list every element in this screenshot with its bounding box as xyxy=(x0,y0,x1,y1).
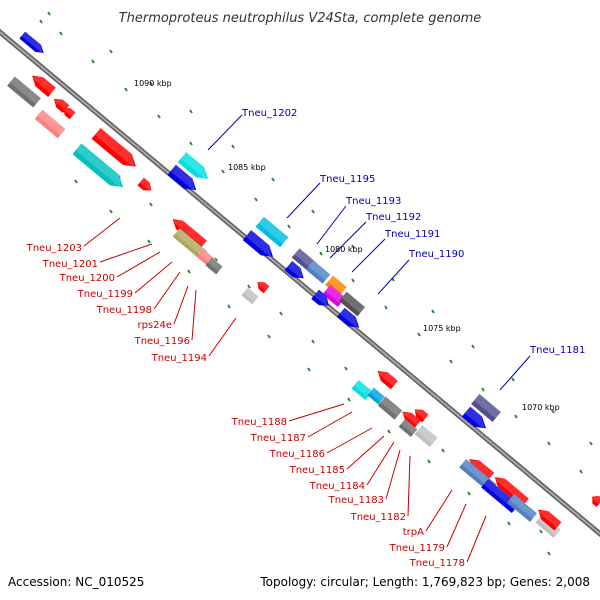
gene-feature xyxy=(351,380,373,400)
gene-label-tneu-1186[interactable]: Tneu_1186 xyxy=(269,449,325,460)
label-leader-lines xyxy=(83,114,531,563)
gene-feature xyxy=(91,127,136,169)
gene-feature xyxy=(377,396,403,420)
gene-feature xyxy=(367,387,385,405)
gene-feature xyxy=(30,75,56,97)
gene-feature xyxy=(171,219,207,250)
gene-label-tneu-1194[interactable]: Tneu_1194 xyxy=(151,353,207,364)
gene-feature xyxy=(338,291,366,317)
gene-feature xyxy=(471,394,501,422)
gene-feature xyxy=(401,411,421,429)
gene-feature xyxy=(506,494,538,522)
gene-feature xyxy=(34,109,66,139)
gene-feature xyxy=(311,289,329,308)
map-title: Thermoproteus neutrophilus V24Sta, compl… xyxy=(119,11,482,26)
gene-feature xyxy=(284,260,304,280)
gene-label-tneu-1183[interactable]: Tneu_1183 xyxy=(328,495,384,506)
gene-feature xyxy=(177,152,209,181)
gene-feature xyxy=(255,216,289,248)
gene-feature xyxy=(62,108,76,120)
gene-label-tneu-1200[interactable]: Tneu_1200 xyxy=(59,273,115,284)
gene-feature xyxy=(414,424,438,448)
gene-label-tneu-1188[interactable]: Tneu_1188 xyxy=(231,417,287,428)
gene-label-rps24e[interactable]: rps24e xyxy=(137,320,172,331)
gene-feature xyxy=(468,459,495,482)
gene-feature xyxy=(242,230,274,259)
gene-label-tneu-1184[interactable]: Tneu_1184 xyxy=(309,481,365,492)
gene-label-tneu-1191[interactable]: Tneu_1191 xyxy=(384,229,440,240)
gene-feature xyxy=(205,257,223,275)
gene-label-tneu-1182[interactable]: Tneu_1182 xyxy=(350,512,406,523)
gene-label-tneu-1178[interactable]: Tneu_1178 xyxy=(409,558,465,569)
genome-backbone xyxy=(0,28,600,538)
scale-label-1080: 1080 kbp xyxy=(325,245,363,254)
gene-label-tneu-1192[interactable]: Tneu_1192 xyxy=(365,212,421,223)
gene-label-trpa[interactable]: trpA xyxy=(403,527,424,538)
gene-feature xyxy=(7,76,41,108)
gene-feature xyxy=(536,509,562,531)
scale-label-1090: 1090 kbp xyxy=(134,79,172,88)
gene-feature xyxy=(413,409,429,423)
gene-feature xyxy=(172,228,208,260)
scale-label-1070: 1070 kbp xyxy=(522,403,560,412)
gene-label-tneu-1202[interactable]: Tneu_1202 xyxy=(241,108,297,119)
gene-label-tneu-1190[interactable]: Tneu_1190 xyxy=(408,249,464,260)
gene-feature xyxy=(256,282,270,294)
scale-label-1085: 1085 kbp xyxy=(228,163,266,172)
gene-feature xyxy=(241,287,259,305)
gene-label-tneu-1187[interactable]: Tneu_1187 xyxy=(250,433,306,444)
gene-label-tneu-1201[interactable]: Tneu_1201 xyxy=(42,259,98,270)
topology-text: Topology: circular; Length: 1,769,823 bp… xyxy=(259,575,590,589)
gene-label-tneu-1196[interactable]: Tneu_1196 xyxy=(134,336,190,347)
gene-label-tneu-1198[interactable]: Tneu_1198 xyxy=(96,305,152,316)
accession-text: Accession: NC_010525 xyxy=(8,575,144,589)
gene-features xyxy=(7,31,600,538)
gene-feature xyxy=(398,419,418,437)
gene-feature xyxy=(591,495,600,508)
gene-feature xyxy=(461,406,486,430)
gene-label-tneu-1195[interactable]: Tneu_1195 xyxy=(319,174,375,185)
gene-label-tneu-1185[interactable]: Tneu_1185 xyxy=(289,465,345,476)
gene-feature xyxy=(325,275,347,297)
gene-label-tneu-1193[interactable]: Tneu_1193 xyxy=(345,196,401,207)
scale-label-1075: 1075 kbp xyxy=(423,324,461,333)
gene-feature xyxy=(72,143,124,189)
gene-feature xyxy=(336,307,360,330)
gene-label-tneu-1199[interactable]: Tneu_1199 xyxy=(77,289,133,300)
gene-feature xyxy=(137,177,152,192)
gene-feature xyxy=(167,164,197,192)
gene-feature xyxy=(19,31,44,55)
gene-label-tneu-1179[interactable]: Tneu_1179 xyxy=(389,543,445,554)
gene-label-tneu-1203[interactable]: Tneu_1203 xyxy=(26,243,82,254)
gene-label-tneu-1181[interactable]: Tneu_1181 xyxy=(529,345,585,356)
gene-feature xyxy=(305,260,331,284)
gene-feature xyxy=(376,370,398,390)
